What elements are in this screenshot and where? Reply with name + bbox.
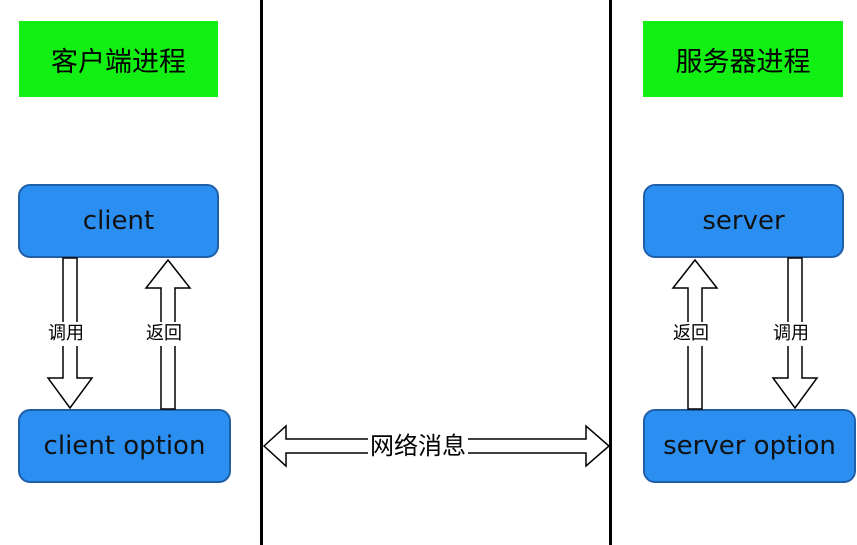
server-call-label: 调用 xyxy=(771,322,811,346)
client-process-title: 客户端进程 xyxy=(19,21,218,97)
server-process-title: 服务器进程 xyxy=(643,21,843,97)
client-option-node: client option xyxy=(18,409,231,483)
right-divider-line xyxy=(609,0,612,545)
server-node: server xyxy=(643,184,844,258)
server-return-label: 返回 xyxy=(671,322,711,346)
network-message-label: 网络消息 xyxy=(368,430,468,462)
client-node: client xyxy=(18,184,219,258)
client-return-label: 返回 xyxy=(144,322,184,346)
client-call-label: 调用 xyxy=(46,322,86,346)
left-divider-line xyxy=(260,0,263,545)
server-option-node: server option xyxy=(643,409,856,483)
